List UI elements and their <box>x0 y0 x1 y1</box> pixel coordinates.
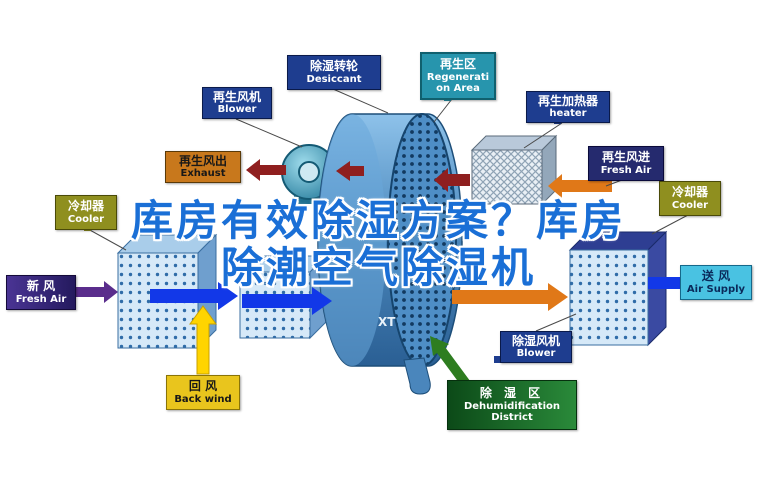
leader-dehumid-blower <box>535 313 577 332</box>
leader-regen-blower <box>235 118 303 148</box>
label-fresh-air-inlet-zh: 新 风 <box>26 279 56 294</box>
label-dehumid-blower-en: Blower <box>516 348 556 360</box>
label-regen-blower-zh: 再生风机 <box>212 89 261 104</box>
label-regen-heater-en: heater <box>549 108 587 120</box>
arrow-regen-fan-to-exhaust <box>246 159 286 181</box>
leader-regen-heater <box>523 122 563 149</box>
label-regen-blower: 再生风机 Blower <box>202 87 272 119</box>
leader-regen-fresh-air <box>605 179 623 187</box>
label-air-supply-en: Air Supply <box>686 283 746 295</box>
label-regen-heater: 再生加热器 heater <box>526 91 610 123</box>
arrow-fresh-air-in <box>76 281 118 303</box>
label-cooler-left: 冷却器 Cooler <box>55 195 117 230</box>
label-desiccant-wheel: 除湿转轮 Desiccant <box>287 55 381 90</box>
label-air-supply: 送 风 Air Supply <box>680 265 752 300</box>
regen-heater-face <box>471 149 543 205</box>
label-cooler-right-en: Cooler <box>671 199 709 211</box>
label-fresh-air-inlet-en: Fresh Air <box>15 293 67 305</box>
arrow-regen-wheel-to-fan <box>336 161 364 181</box>
leader-cooler-right <box>651 214 689 235</box>
label-back-wind: 回 风 Back wind <box>166 375 240 410</box>
label-desiccant-wheel-en: Desiccant <box>306 73 362 85</box>
label-dehumid-blower: 除湿风机 Blower <box>500 331 572 363</box>
arrow-regen-heater-to-wheel <box>434 168 470 192</box>
leader-desiccant <box>332 88 389 114</box>
arrow-supply-path-1 <box>150 282 238 310</box>
fan-hub <box>298 161 320 183</box>
label-dehumid-district-zh: 除 湿 区 <box>479 386 545 401</box>
overlay-title: 库房有效除湿方案？库房 除潮空气除湿机 <box>0 197 757 291</box>
leader-regen-area <box>433 98 453 123</box>
arrow-dry-air-out <box>452 283 568 311</box>
label-exhaust-en: Exhaust <box>180 168 226 180</box>
label-regen-fresh-air: 再生风进 Fresh Air <box>588 146 664 181</box>
regen-heater-unit <box>470 134 558 206</box>
label-back-wind-zh: 回 风 <box>188 379 218 394</box>
label-fresh-air-inlet: 新 风 Fresh Air <box>6 275 76 310</box>
air-handler-right <box>568 230 668 347</box>
label-regeneration-area-en: Regeneration Area <box>426 71 490 94</box>
label-regen-fresh-air-en: Fresh Air <box>600 164 652 176</box>
label-exhaust: 再生风出 Exhaust <box>165 151 241 183</box>
wheel-left-cap <box>318 114 386 366</box>
label-cooler-left-en: Cooler <box>67 213 105 225</box>
overlay-title-line2: 除潮空气除湿机 <box>220 243 536 292</box>
label-cooler-right: 冷却器 Cooler <box>659 181 721 216</box>
label-back-wind-en: Back wind <box>174 393 232 405</box>
wheel-mark: XT <box>378 315 396 329</box>
label-cooler-left-zh: 冷却器 <box>67 199 104 214</box>
wheel-stand <box>403 357 431 395</box>
label-dehumid-district-en: Dehumidification District <box>463 400 561 423</box>
air-handler-right-face <box>569 249 649 346</box>
arrow-return-air-up <box>189 305 217 375</box>
label-dehumid-district: 除 湿 区 Dehumidification District <box>447 380 577 430</box>
label-cooler-right-zh: 冷却器 <box>671 185 708 200</box>
label-regeneration-area: 再生区 Regeneration Area <box>420 52 496 100</box>
leader-cooler-left <box>87 228 127 251</box>
label-desiccant-wheel-zh: 除湿转轮 <box>309 59 358 74</box>
label-regen-blower-en: Blower <box>217 104 257 116</box>
desiccant-wheel: XT <box>317 113 463 395</box>
label-exhaust-zh: 再生风出 <box>178 153 227 168</box>
label-air-supply-zh: 送 风 <box>701 269 731 284</box>
connector-dehumid-blower <box>494 356 501 363</box>
leader-lines <box>87 88 689 332</box>
overlay-title-line1: 库房有效除湿方案？库房 <box>130 196 626 245</box>
label-regeneration-area-zh: 再生区 <box>439 57 476 72</box>
label-regen-fresh-air-zh: 再生风进 <box>601 150 650 165</box>
label-dehumid-blower-zh: 除湿风机 <box>511 333 560 348</box>
arrow-supply-path-2 <box>242 287 332 315</box>
label-regen-heater-zh: 再生加热器 <box>537 93 598 108</box>
